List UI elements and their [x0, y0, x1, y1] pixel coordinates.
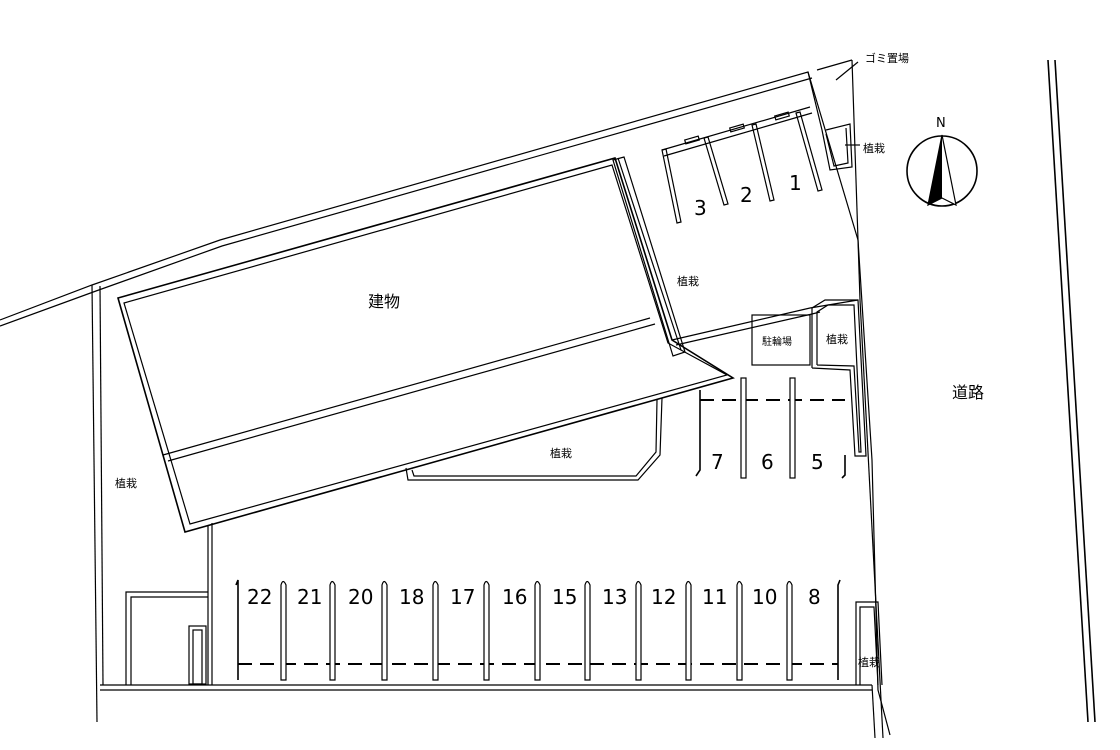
bicycle-parking-box	[751, 314, 811, 366]
parking-space-number: 7	[711, 450, 724, 474]
bottom-boundary	[100, 684, 876, 739]
road-label: 道路	[952, 383, 984, 402]
parking-space-number: 16	[502, 585, 527, 609]
road-edges	[1047, 59, 1096, 723]
parking-space-number: 5	[811, 450, 824, 474]
parking-space-number: 20	[348, 585, 373, 609]
trash-area-label: ゴミ置場	[865, 51, 909, 65]
parking-space-number: 21	[297, 585, 322, 609]
parking-space-number: 15	[552, 585, 577, 609]
parking-space-number: 22	[247, 585, 272, 609]
planting-label-strip: 植栽	[677, 274, 699, 288]
parking-space-number: 10	[752, 585, 777, 609]
planting-label-mid-right: 植栽	[826, 332, 848, 346]
building	[117, 157, 735, 533]
planting-right-mid	[811, 299, 867, 457]
planting-label-south: 植栽	[550, 446, 572, 460]
planting-bottom-right	[855, 601, 883, 686]
north-arrow-icon	[928, 135, 942, 205]
parking-space-number: 17	[450, 585, 475, 609]
parking-space-number: 1	[789, 171, 802, 195]
planting-label-top-right: 植栽	[863, 141, 885, 155]
site-boundary	[0, 59, 891, 739]
parking-space-number: 6	[761, 450, 774, 474]
parking-space-number: 2	[740, 183, 753, 207]
parking-space-number: 3	[694, 196, 707, 220]
north-label: N	[936, 116, 946, 131]
parking-space-number: 11	[702, 585, 727, 609]
parking-space-number: 13	[602, 585, 627, 609]
mid-parking-stalls	[695, 377, 846, 479]
parking-space-number: 18	[399, 585, 424, 609]
lower-parking-stalls	[235, 579, 841, 681]
building-label: 建物	[368, 292, 400, 311]
trash-area-outline	[821, 61, 860, 171]
parking-space-number: 12	[651, 585, 676, 609]
parking-numbers: 1 2 3 5 6 7 8 10 11 12 13 15 16 17 18 20…	[247, 171, 824, 609]
bicycle-parking-label: 駐輪場	[762, 335, 792, 348]
planting-label-bottom-right: 植栽	[858, 655, 880, 669]
planting-label-west: 植栽	[115, 476, 137, 490]
planting-strip-east	[612, 156, 686, 357]
planting-south-area	[405, 397, 663, 481]
lower-left-annex	[125, 523, 213, 685]
parking-space-number: 8	[808, 585, 821, 609]
north-arrow: N	[906, 116, 978, 207]
upper-parking-stalls	[661, 106, 823, 224]
